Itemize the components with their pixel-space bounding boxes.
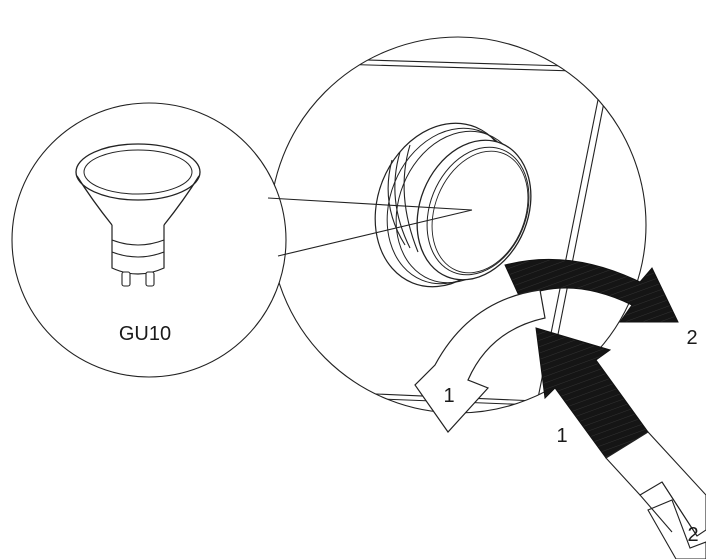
zoom-circle bbox=[269, 36, 679, 459]
leader-line-bottom bbox=[277, 209, 473, 257]
step-2-label-upper: 2 bbox=[686, 327, 697, 349]
rotate-arrow-2 bbox=[504, 258, 679, 323]
gu10-bulb-icon bbox=[75, 143, 201, 287]
bulb-circle: GU10 bbox=[11, 102, 473, 378]
bulb-type-label: GU10 bbox=[119, 323, 171, 345]
step-1-label-upper: 1 bbox=[443, 385, 454, 407]
pull-arrow-2 bbox=[605, 431, 706, 559]
leader-line-top bbox=[267, 197, 473, 211]
push-arrow-1 bbox=[535, 327, 649, 459]
lamp-fixture bbox=[374, 122, 532, 288]
step-2-label-lower: 2 bbox=[687, 524, 698, 546]
rotate-arrow-1 bbox=[414, 289, 546, 433]
step-1-label-lower: 1 bbox=[556, 425, 567, 447]
